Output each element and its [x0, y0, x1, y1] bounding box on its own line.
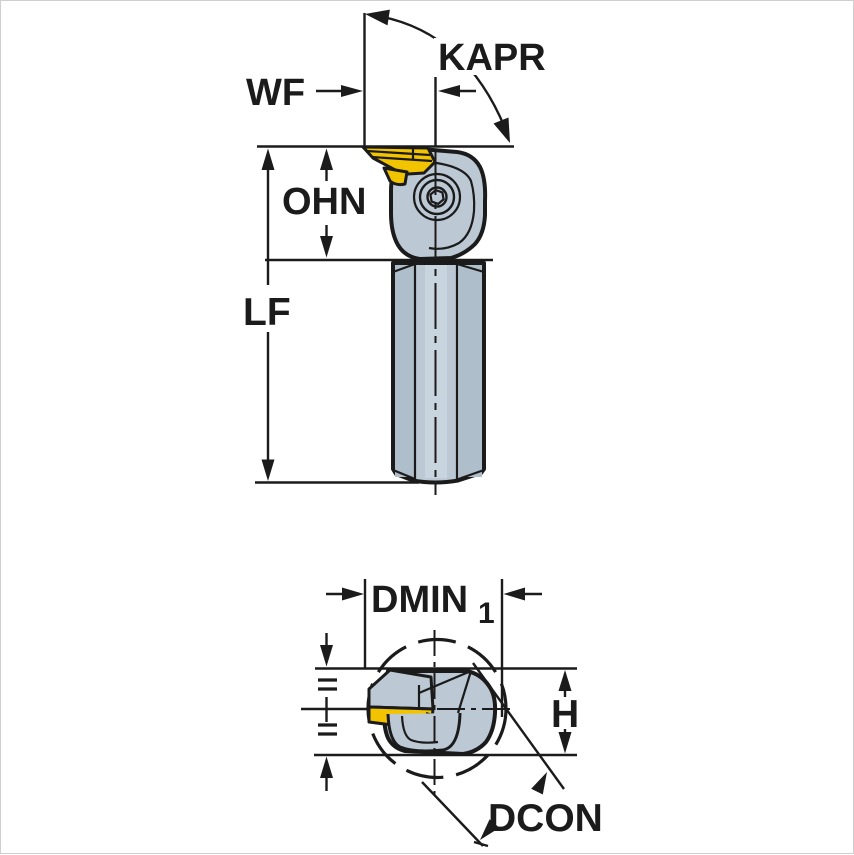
dmin1-dimension: DMIN 1 — [326, 579, 542, 717]
dcon-leader-arrow-upper — [531, 772, 547, 795]
insert-side-view — [361, 145, 437, 187]
side-view: KAPR WF OHN LF — [241, 9, 550, 495]
dmin1-arrow-left — [503, 587, 525, 601]
lf-arrow-up — [261, 148, 275, 170]
ohn-dimension — [320, 148, 333, 258]
section-facet-lines — [386, 669, 473, 753]
center-arrow-down — [320, 645, 333, 667]
dcon-tangent-lower — [421, 781, 484, 847]
ohn-arrow-up — [320, 148, 333, 170]
h-dimension: H — [551, 670, 579, 754]
tool-head-inner-contour — [414, 159, 476, 250]
section-cartridge — [367, 668, 435, 711]
dcon-dimension: DCON — [421, 662, 603, 848]
h-arrow-down — [558, 732, 572, 754]
dmin1-arrow-right — [342, 587, 364, 601]
lf-label: LF — [243, 291, 291, 334]
dmin-label: DMIN — [371, 579, 468, 621]
dcon-tangent-upper — [472, 662, 565, 790]
ohn-label: OHN — [282, 181, 366, 223]
centering-annotations — [301, 633, 368, 791]
kapr-label: KAPR — [438, 37, 546, 79]
lf-arrow-down — [261, 459, 275, 481]
cross-section-view: DMIN 1 — [301, 579, 603, 848]
dcon-label: DCON — [488, 797, 603, 840]
clamp-screw — [412, 172, 462, 222]
kapr-arrow-down — [493, 117, 510, 143]
kapr-arrow-left — [365, 9, 390, 26]
screw-hex-socket — [429, 188, 445, 206]
wf-label: WF — [246, 72, 305, 114]
ohn-arrow-down — [320, 236, 333, 258]
h-arrow-up — [558, 670, 572, 691]
wf-arrow-left — [438, 85, 460, 97]
h-label: H — [551, 693, 579, 736]
dcon-leader-arrow-lower — [480, 819, 500, 840]
center-arrow-up — [320, 756, 333, 778]
wf-dimension — [316, 85, 476, 97]
tool-shank — [391, 261, 486, 485]
dmin-subscript: 1 — [478, 597, 495, 630]
wf-arrow-right — [341, 85, 363, 97]
